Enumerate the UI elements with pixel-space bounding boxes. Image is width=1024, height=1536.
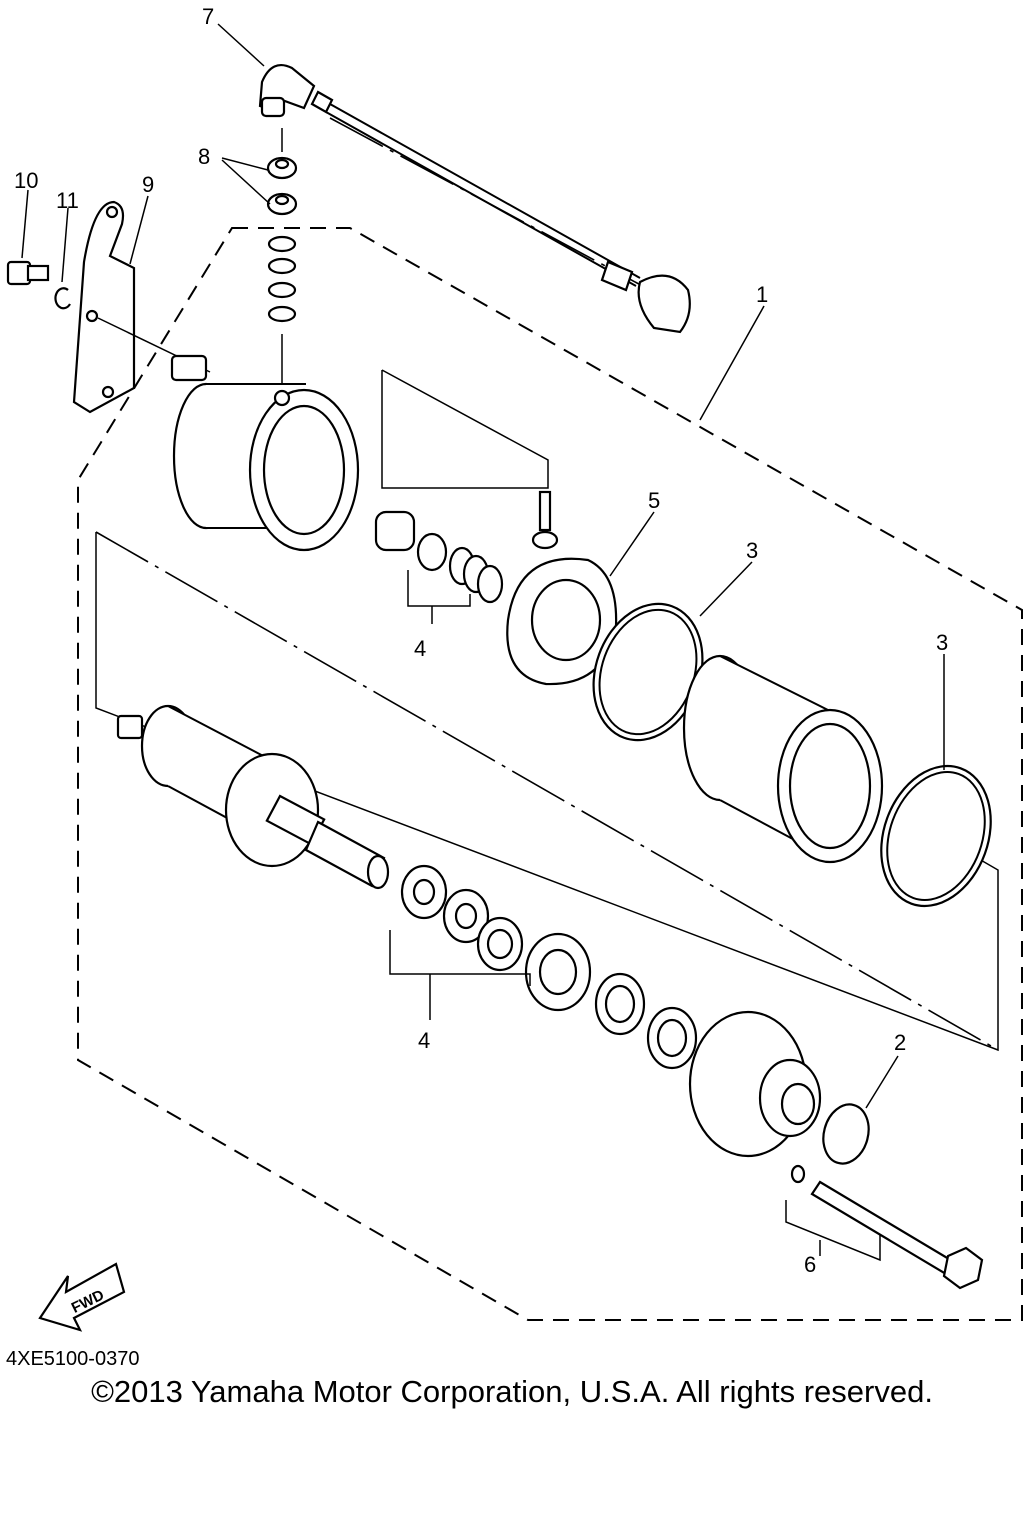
through-bolt bbox=[785, 1164, 984, 1290]
rear-cover bbox=[688, 1010, 822, 1158]
copyright-notice: ©2013 Yamaha Motor Corporation, U.S.A. A… bbox=[91, 1374, 933, 1409]
brush-holder-plate bbox=[506, 490, 618, 686]
bracket-frame-lower bbox=[95, 532, 999, 1052]
lead-wire bbox=[258, 64, 691, 334]
nut-washer-stack bbox=[266, 128, 298, 392]
callout-6: 6 bbox=[804, 1252, 816, 1277]
callout-7: 7 bbox=[202, 4, 214, 29]
yoke bbox=[682, 654, 884, 864]
fwd-arrow-icon: FWD bbox=[38, 1262, 126, 1332]
assembly-boundary bbox=[77, 227, 1023, 1321]
lower-washer-group bbox=[389, 864, 592, 1020]
callout-4b: 4 bbox=[418, 1028, 430, 1053]
callout-4a: 4 bbox=[414, 636, 426, 661]
lock-washer bbox=[54, 287, 71, 310]
bolt bbox=[6, 260, 50, 286]
callout-5: 5 bbox=[648, 488, 660, 513]
callout-10: 10 bbox=[14, 168, 38, 193]
callout-3b: 3 bbox=[936, 630, 948, 655]
bearings bbox=[594, 972, 698, 1070]
o-ring-right bbox=[880, 764, 992, 908]
callout-2: 2 bbox=[894, 1030, 906, 1055]
armature bbox=[116, 704, 390, 890]
mounting-bracket bbox=[72, 200, 136, 414]
front-housing bbox=[170, 354, 360, 552]
callout-8: 8 bbox=[198, 144, 210, 169]
axis-line-lower bbox=[95, 531, 999, 1051]
upper-washer-group bbox=[374, 510, 504, 624]
small-o-ring bbox=[822, 1103, 870, 1165]
bracket-frame-upper bbox=[381, 369, 549, 489]
o-ring-right-inner bbox=[886, 771, 986, 901]
callout-1: 1 bbox=[756, 282, 768, 307]
callout-11: 11 bbox=[56, 188, 79, 213]
callout-9: 9 bbox=[142, 172, 154, 197]
callout-3a: 3 bbox=[746, 538, 758, 563]
diagram-code: 4XE5100-0370 bbox=[6, 1348, 140, 1370]
